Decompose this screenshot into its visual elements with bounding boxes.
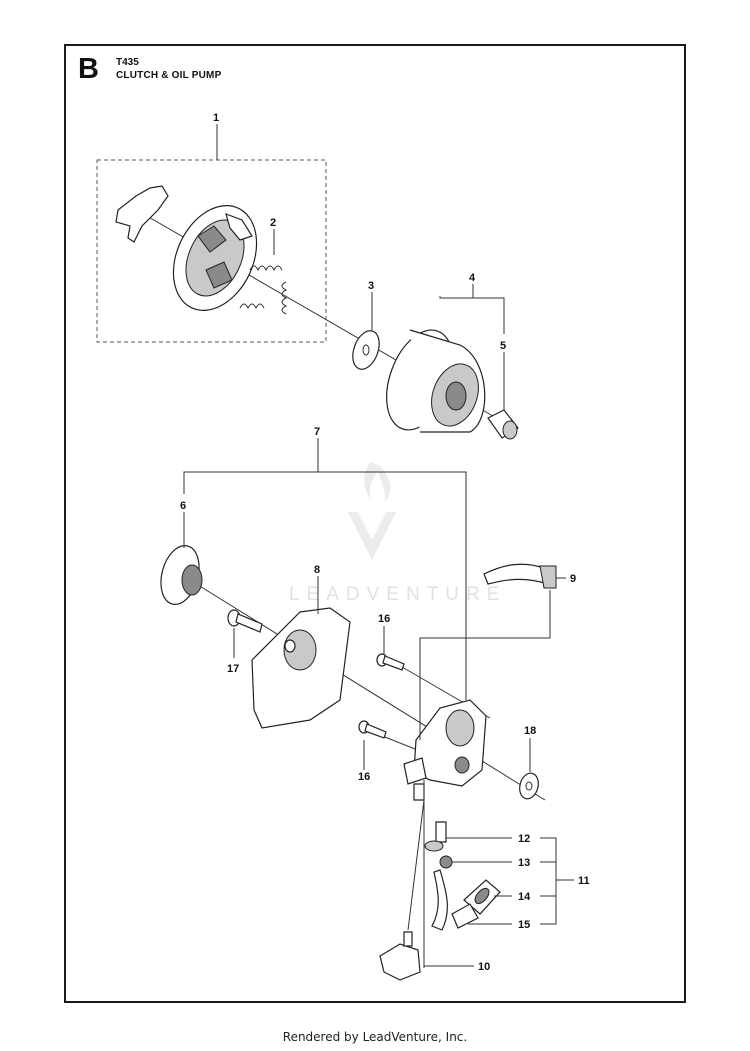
washer-part-3 [352, 330, 380, 370]
cover-plate-part-8 [251, 607, 351, 729]
callout-17: 17 [227, 663, 239, 675]
callout-1: 1 [213, 112, 219, 124]
watermark-logo [348, 462, 396, 560]
callout-11: 11 [578, 875, 590, 887]
callout-7: 7 [314, 426, 320, 438]
section-title: CLUTCH & OIL PUMP [116, 70, 222, 81]
callout-6: 6 [180, 500, 186, 512]
callout-14: 14 [518, 891, 531, 903]
callout-18: 18 [524, 725, 536, 737]
callout-9: 9 [570, 573, 576, 585]
pump-axis-line [189, 579, 546, 801]
screw-part-16-lower [358, 720, 387, 739]
hose-parts-lower [379, 780, 501, 981]
callout-16-upper: 16 [378, 613, 390, 625]
callout-5: 5 [500, 340, 506, 352]
callout-labels: 1 2 3 4 5 6 7 8 9 10 11 12 13 14 15 16 1… [180, 112, 590, 973]
clutch-drum-part-4 [386, 329, 486, 433]
spring-part-lower [239, 303, 265, 310]
spring-part-upper [281, 281, 288, 315]
callout-8: 8 [314, 564, 320, 576]
leader-lines [183, 124, 574, 967]
diagram-frame [64, 44, 686, 1003]
bolt-part-17 [227, 609, 263, 633]
footer-credit: Rendered by LeadVenture, Inc. [282, 1030, 468, 1044]
spring-part-2 [249, 265, 283, 272]
callout-4: 4 [469, 272, 476, 284]
worm-gear-part-6 [160, 545, 203, 605]
washer-part-18 [519, 772, 539, 800]
callout-15: 15 [518, 919, 530, 931]
clutch-assembly-part [115, 185, 258, 311]
oil-hose-part-9 [483, 563, 557, 589]
callout-10: 10 [478, 961, 490, 973]
callout-2: 2 [270, 217, 276, 229]
screw-part-16-upper [376, 653, 405, 671]
model-number: T435 [116, 57, 139, 68]
watermark-text: LEADVENTURE [289, 584, 507, 605]
callout-13: 13 [518, 857, 530, 869]
needle-bearing-part-5 [487, 409, 519, 440]
oil-pump-body [403, 699, 487, 801]
callout-3: 3 [368, 280, 374, 292]
section-letter: B [78, 53, 99, 85]
clutch-kit-box [96, 159, 327, 343]
callout-16-lower: 16 [358, 771, 370, 783]
callout-12: 12 [518, 833, 530, 845]
